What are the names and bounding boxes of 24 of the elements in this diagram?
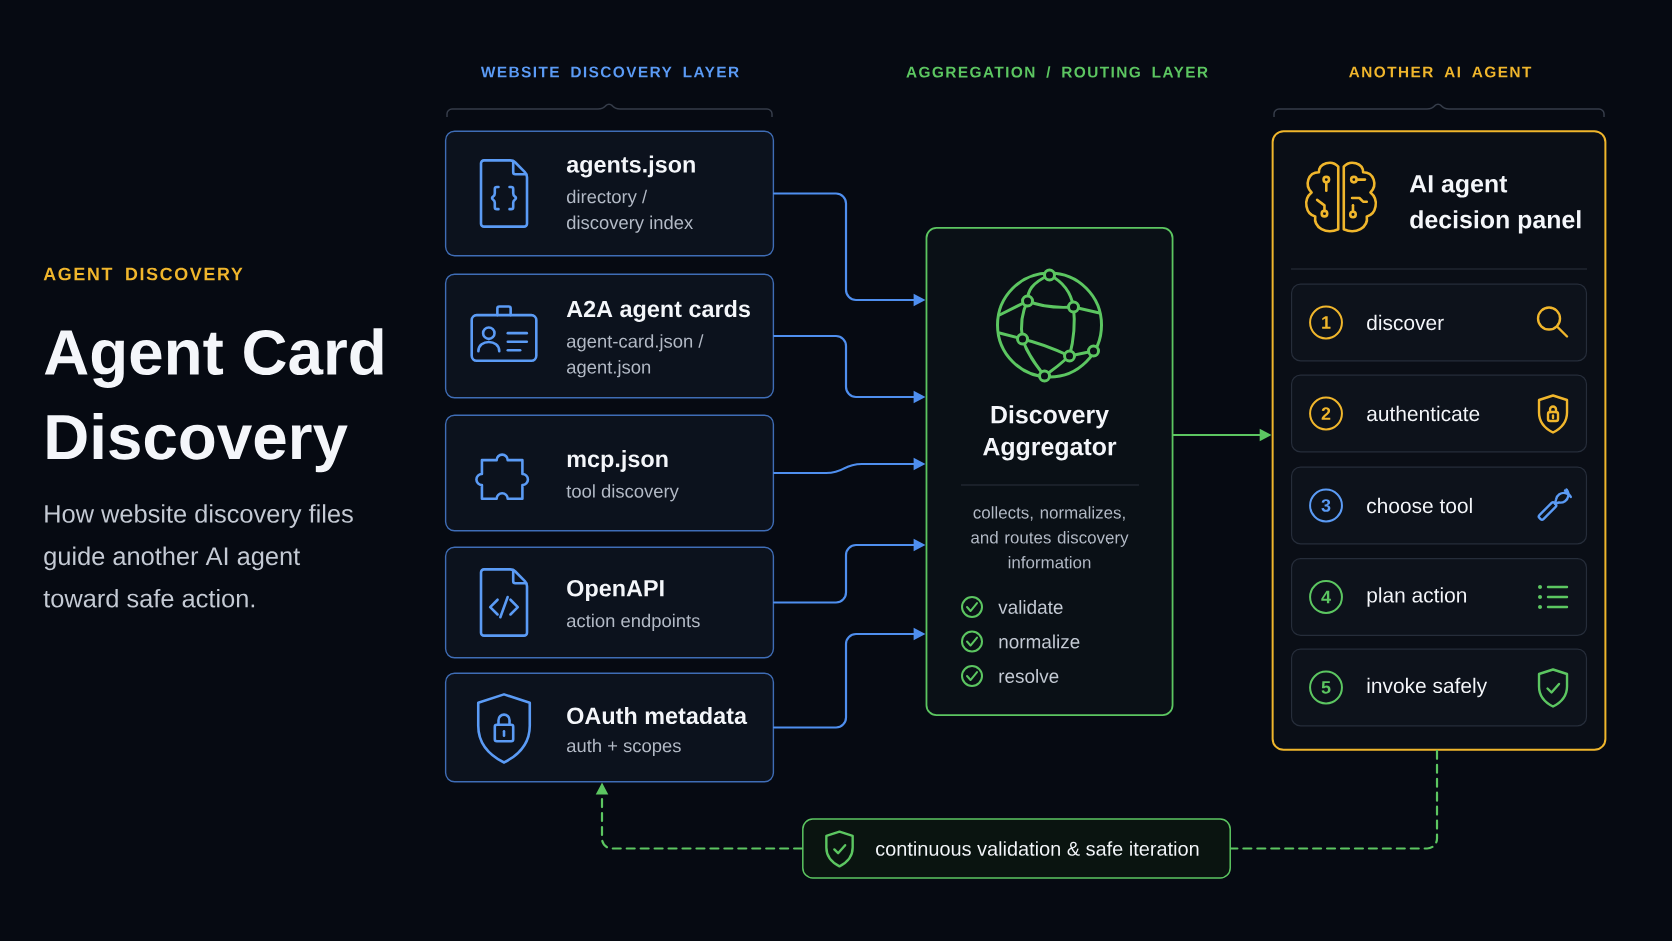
step-row: 1 discover: [1290, 283, 1588, 362]
step-number: 1: [1309, 305, 1343, 340]
column-heading: WEBSITE DISCOVERY LAYER: [480, 66, 739, 78]
step-row: 5 invoke safely: [1290, 648, 1588, 727]
step-number: 4: [1309, 580, 1343, 614]
aggregator-box: Discovery Aggregator collects, normalizes, and routes discovery information validate normalize resolve: [925, 227, 1174, 716]
connector-line: [1229, 749, 1439, 850]
file-card: agents.json directory / discovery index: [444, 130, 775, 257]
title: Agent Card Discovery: [44, 328, 383, 473]
file-card: A2A agent cards agent-card.json / agent.json: [444, 273, 775, 399]
section-label: AGENT DISCOVERY: [43, 267, 243, 281]
step-number: 5: [1309, 670, 1343, 705]
column-heading: ANOTHER AI AGENT: [1349, 66, 1532, 78]
step-number: 2: [1309, 396, 1343, 431]
column-heading: AGGREGATION / ROUTING LAYER: [906, 66, 1208, 78]
feedback-box: continuous validation & safe iteration: [802, 818, 1231, 879]
file-card: OAuth metadata auth + scopes: [444, 672, 775, 783]
step-row: 4 plan action: [1290, 558, 1588, 636]
subtitle: How website discovery files guide another AI agent toward safe action.: [43, 504, 353, 608]
step-number: 3: [1309, 488, 1343, 523]
step-row: 3 choose tool: [1290, 466, 1588, 545]
step-row: 2 authenticate: [1290, 374, 1588, 453]
file-card: OpenAPI action endpoints: [444, 546, 775, 659]
file-card: mcp.json tool discovery: [444, 414, 775, 532]
